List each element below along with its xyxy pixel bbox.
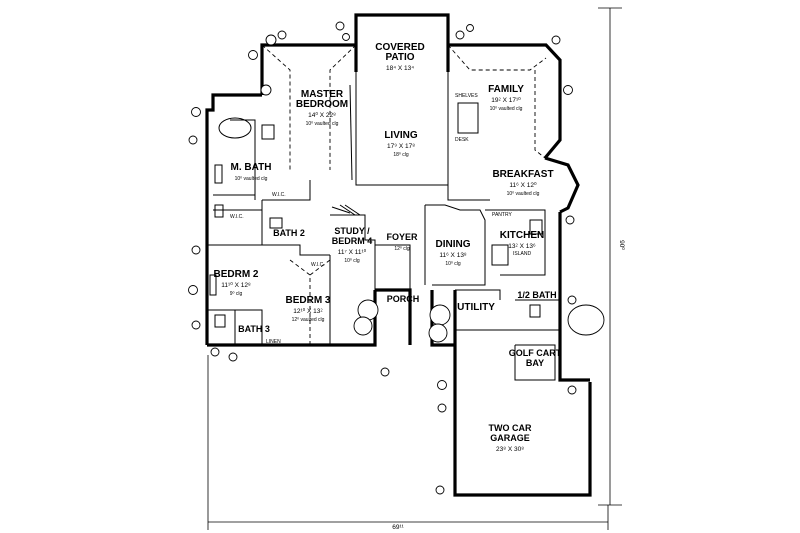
room-dims-breakfast: 11⁶ X 12⁰ — [509, 181, 537, 189]
pantry-label: PANTRY — [492, 212, 512, 218]
room-name-bedrm-3: BEDRM 3 — [285, 295, 330, 306]
wic-bedrm3-label: W.I.C. — [311, 262, 325, 268]
room-note-master-bedroom: 10⁰ vaulted clg — [306, 121, 339, 127]
room-note-bedrm-2: 9⁰ clg — [230, 291, 243, 297]
room-name-master-bedroom: BEDROOM — [296, 99, 348, 110]
overall-depth-label: 90⁰ — [618, 240, 626, 250]
island-label: ISLAND — [513, 251, 531, 257]
room-note-living: 18⁰ clg — [393, 152, 409, 158]
room-name-bath-2: BATH 2 — [273, 228, 305, 238]
room-dims-master-bedroom: 14⁰ X 22⁸ — [308, 111, 336, 119]
room-name-breakfast: BREAKFAST — [492, 169, 553, 180]
interior-walls — [207, 72, 560, 381]
room-note-breakfast: 10⁰ vaulted clg — [507, 191, 540, 197]
room-note-dining: 10⁰ clg — [445, 261, 461, 267]
room-name-golf-cart-bay: BAY — [526, 358, 544, 368]
linen-label: LINEN — [266, 339, 281, 345]
room-name-bedrm-2: BEDRM 2 — [213, 269, 258, 280]
room-dims-dining: 11⁶ X 13⁸ — [439, 252, 467, 259]
room-name-study: BEDRM 4 — [332, 236, 373, 246]
vaulted-ceiling-lines — [261, 44, 547, 345]
room-dims-bedrm-3: 12¹⁰ X 13⁲ — [293, 307, 323, 315]
room-dims-kitchen: 13⁲ X 13⁶ — [508, 243, 536, 250]
room-name-dining: DINING — [436, 239, 471, 250]
room-name-foyer: FOYER — [386, 232, 418, 242]
room-name-m-bath: M. BATH — [231, 162, 272, 173]
room-name-porch: PORCH — [387, 294, 420, 304]
room-name-covered-patio: PATIO — [385, 52, 414, 63]
room-name-family: FAMILY — [488, 84, 524, 95]
room-name-garage: GARAGE — [490, 433, 530, 443]
room-dims-bedrm-2: 11¹⁰ X 12⁸ — [221, 281, 251, 289]
wic-master-label: W.I.C. — [272, 192, 286, 198]
room-note-family: 10⁰ vaulted clg — [490, 106, 523, 112]
room-name-covered-patio: COVERED — [375, 42, 424, 53]
room-note-study: 10⁰ clg — [344, 258, 360, 264]
small-labels: SHELVES DESK PANTRY ISLAND W.I.C. W.I.C.… — [230, 93, 531, 345]
room-name-garage: TWO CAR — [489, 423, 532, 433]
room-name-master-bedroom: MASTER — [301, 89, 344, 100]
room-name-study: STUDY / — [334, 226, 370, 236]
room-name-utility: UTILITY — [457, 302, 495, 313]
room-note-foyer: 12⁰ clg — [394, 246, 410, 252]
landscaping — [188, 21, 605, 495]
desk-label: DESK — [455, 137, 469, 143]
room-dims-covered-patio: 18⁴ X 13⁴ — [386, 65, 414, 72]
overall-width-label: 69¹¹ — [392, 524, 404, 531]
room-name-kitchen: KITCHEN — [500, 230, 544, 241]
room-dims-family: 19⁲ X 17¹⁰ — [491, 96, 521, 104]
fixtures — [209, 102, 543, 328]
overall-dimension-lines — [207, 7, 622, 530]
room-dims-study: 11⁷ X 11¹⁰ — [338, 248, 367, 256]
shelves-label: SHELVES — [455, 93, 478, 99]
room-note-bedrm-3: 12⁰ vaulted clg — [292, 317, 325, 323]
room-name-half-bath: 1/2 BATH — [517, 290, 556, 300]
room-name-golf-cart-bay: GOLF CART — [509, 348, 562, 358]
wic-bath-label: W.I.C. — [230, 214, 244, 220]
room-dims-garage: 23⁸ X 30⁸ — [496, 446, 524, 453]
room-note-m-bath: 10⁰ vaulted clg — [235, 176, 268, 182]
room-name-bath-3: BATH 3 — [238, 324, 270, 334]
room-name-living: LIVING — [384, 130, 418, 141]
room-dims-living: 17⁹ X 17⁸ — [387, 143, 415, 150]
